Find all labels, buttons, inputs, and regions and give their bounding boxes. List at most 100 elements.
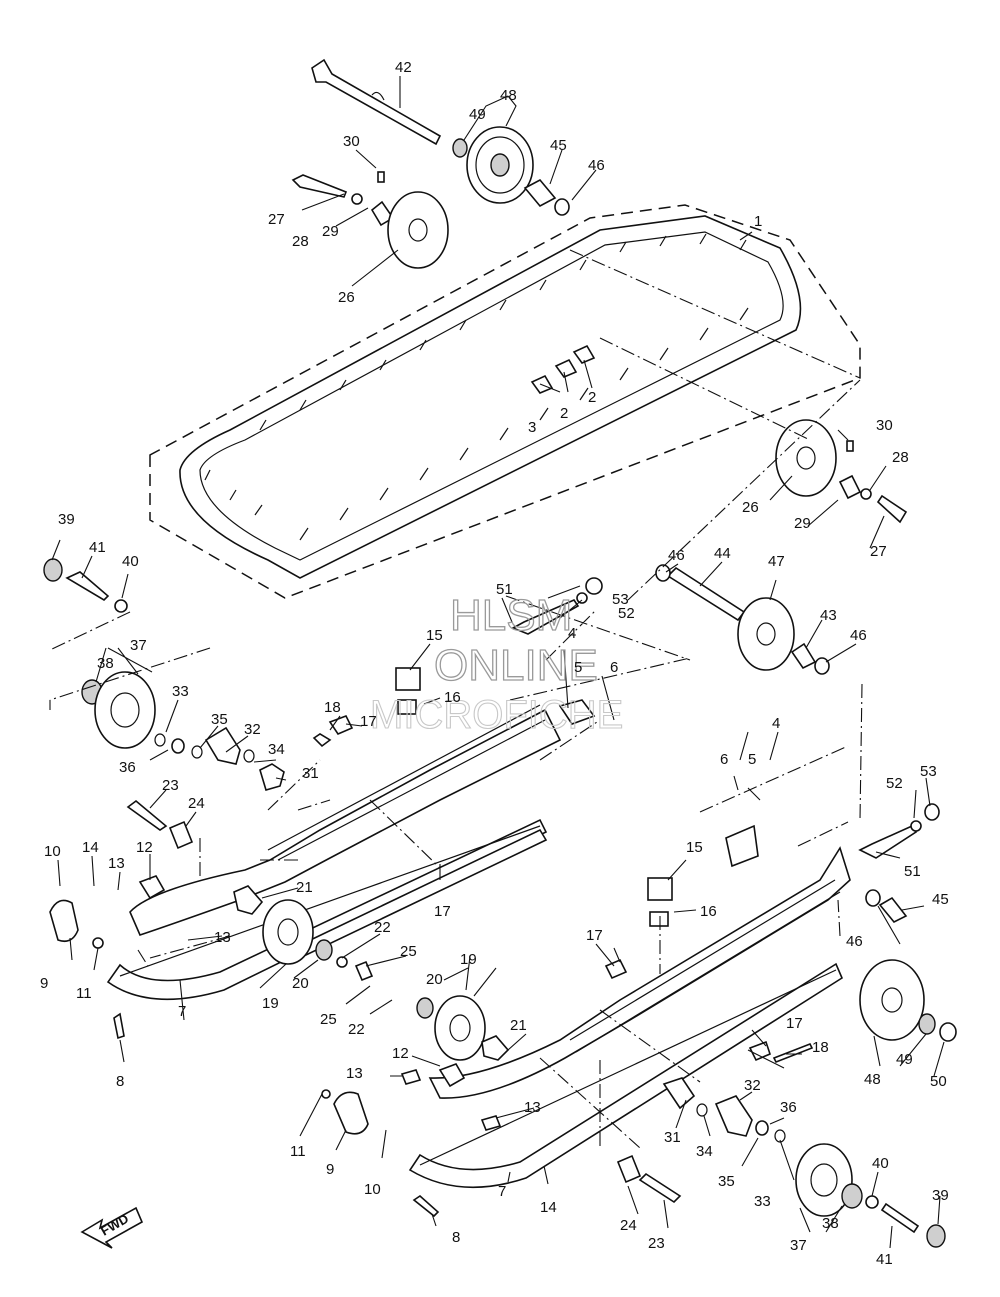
callout-label: 31 (664, 1129, 681, 1146)
callout-label: 43 (820, 607, 837, 624)
callout-label: 2 (560, 405, 568, 422)
callout-label: 52 (886, 775, 903, 792)
bolt-51-mid (511, 598, 580, 635)
callout-label: 11 (290, 1143, 306, 1160)
callout-label: 53 (920, 763, 937, 780)
callout-label: 12 (392, 1045, 409, 1062)
callout-label: 42 (395, 59, 412, 76)
circlip-33-left (154, 733, 166, 747)
callout-label: 44 (714, 545, 731, 562)
callout-label: 41 (89, 539, 106, 556)
callout-label: 46 (850, 627, 867, 644)
callout-label: 14 (540, 1199, 557, 1216)
clip-17-18-right-b (748, 1040, 814, 1064)
washer-40-right (865, 1195, 879, 1209)
callout-label: 20 (292, 975, 309, 992)
callout-label: 25 (400, 943, 417, 960)
nut-46-right (814, 657, 830, 675)
callout-label: 20 (426, 971, 443, 988)
callout-label: 17 (360, 713, 377, 730)
callout-label: 16 (700, 903, 717, 920)
callout-label: 31 (302, 765, 319, 782)
collar-45-right (878, 896, 908, 924)
callout-label: 10 (44, 843, 61, 860)
bracket-24-left (168, 820, 194, 850)
callout-label: 33 (172, 683, 189, 700)
bracket-15-16-right (647, 877, 673, 927)
washer-40-left (114, 599, 128, 613)
callout-label: 45 (550, 137, 567, 154)
collar-43 (790, 642, 817, 670)
callout-label: 12 (136, 839, 153, 856)
wheel-37-left (94, 671, 156, 749)
callout-label: 38 (97, 655, 114, 672)
runner-7-right (408, 962, 844, 1189)
callout-label: 15 (426, 627, 443, 644)
callout-label: 13 (346, 1065, 363, 1082)
callout-label: 50 (930, 1073, 947, 1090)
clip-13-right (400, 1069, 502, 1131)
callout-label: 49 (896, 1051, 913, 1068)
callout-label: 34 (696, 1143, 713, 1160)
washer-36-right (755, 1120, 769, 1136)
bolt-23-right (638, 1172, 682, 1204)
callout-label: 19 (262, 995, 279, 1012)
callout-label: 47 (768, 553, 785, 570)
callout-label: 30 (876, 417, 893, 434)
callout-label: 8 (452, 1229, 460, 1246)
stopper-21-left (233, 885, 264, 915)
front-end-9-left (49, 899, 79, 943)
callout-label: 18 (812, 1039, 829, 1056)
callout-label: 21 (296, 879, 313, 896)
callout-label: 53 (612, 591, 629, 608)
watermark-line2: ONLINE (434, 641, 598, 690)
callout-label: 6 (720, 751, 728, 768)
callout-label: 27 (268, 211, 285, 228)
cap-39-right (926, 1224, 946, 1248)
circlip-33-right (774, 1129, 786, 1143)
callout-label: 36 (119, 759, 136, 776)
callout-label: 13 (214, 929, 231, 946)
callout-label: 24 (188, 795, 205, 812)
callout-label: 33 (754, 1193, 771, 1210)
slide-rail-right-frame (428, 846, 851, 1099)
cap-53-right (924, 803, 940, 821)
callout-label: 26 (742, 499, 759, 516)
shaft-44 (666, 566, 746, 622)
clip-17-right-a (604, 958, 628, 980)
cap-39-left (43, 558, 63, 582)
callout-label: 28 (892, 449, 909, 466)
wheel-48-right (859, 959, 925, 1041)
screw-8-right (412, 1194, 440, 1218)
wheel-47 (737, 597, 795, 671)
callout-label: 11 (76, 985, 92, 1002)
bumper-12-right (438, 1063, 466, 1088)
callout-label: 17 (586, 927, 603, 944)
washer-52-right (910, 820, 922, 832)
wheel-19-left (262, 899, 314, 965)
callout-label: 7 (498, 1183, 506, 1200)
washer-36-left (171, 738, 185, 754)
callout-label: 1 (754, 213, 762, 230)
slide-rail-left-frame (129, 704, 562, 936)
callout-label: 28 (292, 233, 309, 250)
washer-11-left (92, 937, 104, 949)
callout-label: 23 (648, 1235, 665, 1252)
callout-label: 22 (374, 919, 391, 936)
rail-bracket-right (725, 824, 759, 868)
callout-label: 34 (268, 741, 285, 758)
stopper-21-right (481, 1035, 510, 1061)
callout-label: 13 (108, 855, 125, 872)
rear-axle-shaft-42 (311, 58, 442, 146)
watermark-line1: HLSM (450, 591, 572, 640)
bolt-41-right (880, 1202, 920, 1234)
callout-label: 6 (610, 659, 618, 676)
callout-label: 29 (794, 515, 811, 532)
callout-label: 30 (343, 133, 360, 150)
ring-35-left (191, 745, 203, 759)
callout-label: 27 (870, 543, 887, 560)
callout-label: 15 (686, 839, 703, 856)
bolt-23-left (126, 799, 168, 831)
callout-label: 35 (718, 1173, 735, 1190)
